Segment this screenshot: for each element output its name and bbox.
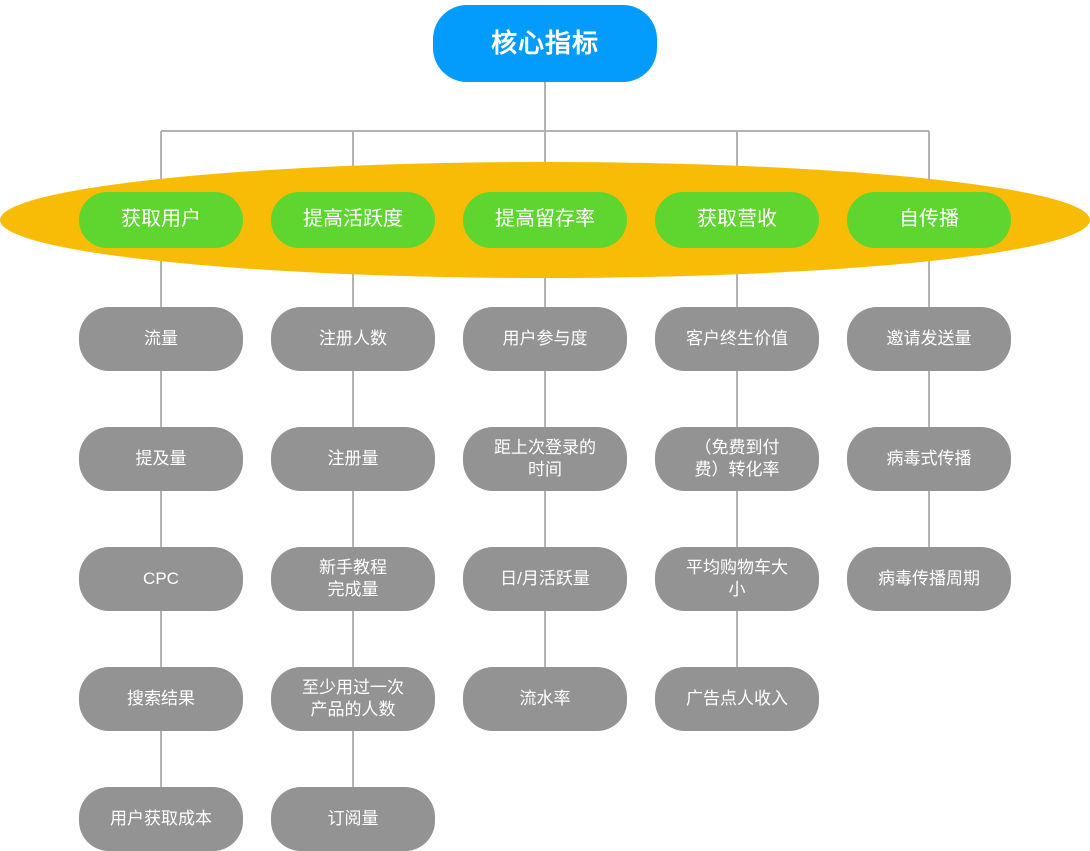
metric-node-c4-r2[interactable]: 病毒传播周期 bbox=[847, 547, 1011, 611]
root-node-core-metrics[interactable]: 核心指标 bbox=[433, 5, 657, 82]
metric-node-c3-r0[interactable]: 客户终生价值 bbox=[655, 307, 819, 371]
stage-node-retention[interactable]: 提高留存率 bbox=[463, 192, 627, 248]
metric-node-c2-r1[interactable]: 距上次登录的 时间 bbox=[463, 427, 627, 491]
metric-node-c0-r4[interactable]: 用户获取成本 bbox=[79, 787, 243, 851]
metric-node-c2-r0[interactable]: 用户参与度 bbox=[463, 307, 627, 371]
metric-node-c1-r4[interactable]: 订阅量 bbox=[271, 787, 435, 851]
metric-node-c1-r2[interactable]: 新手教程 完成量 bbox=[271, 547, 435, 611]
metric-node-c1-r1[interactable]: 注册量 bbox=[271, 427, 435, 491]
metric-node-c0-r2[interactable]: CPC bbox=[79, 547, 243, 611]
metric-node-c1-r0[interactable]: 注册人数 bbox=[271, 307, 435, 371]
metric-node-c0-r1[interactable]: 提及量 bbox=[79, 427, 243, 491]
stage-node-revenue[interactable]: 获取营收 bbox=[655, 192, 819, 248]
metric-node-c3-r2[interactable]: 平均购物车大 小 bbox=[655, 547, 819, 611]
metric-node-c4-r0[interactable]: 邀请发送量 bbox=[847, 307, 1011, 371]
metric-node-c4-r1[interactable]: 病毒式传播 bbox=[847, 427, 1011, 491]
metric-node-c3-r3[interactable]: 广告点人收入 bbox=[655, 667, 819, 731]
stage-node-referral[interactable]: 自传播 bbox=[847, 192, 1011, 248]
metric-node-c2-r2[interactable]: 日/月活跃量 bbox=[463, 547, 627, 611]
metric-node-c0-r0[interactable]: 流量 bbox=[79, 307, 243, 371]
stage-node-acquisition[interactable]: 获取用户 bbox=[79, 192, 243, 248]
metric-node-c2-r3[interactable]: 流水率 bbox=[463, 667, 627, 731]
stage-node-activation[interactable]: 提高活跃度 bbox=[271, 192, 435, 248]
metric-node-c1-r3[interactable]: 至少用过一次 产品的人数 bbox=[271, 667, 435, 731]
metric-node-c3-r1[interactable]: （免费到付 费）转化率 bbox=[655, 427, 819, 491]
metric-node-c0-r3[interactable]: 搜索结果 bbox=[79, 667, 243, 731]
